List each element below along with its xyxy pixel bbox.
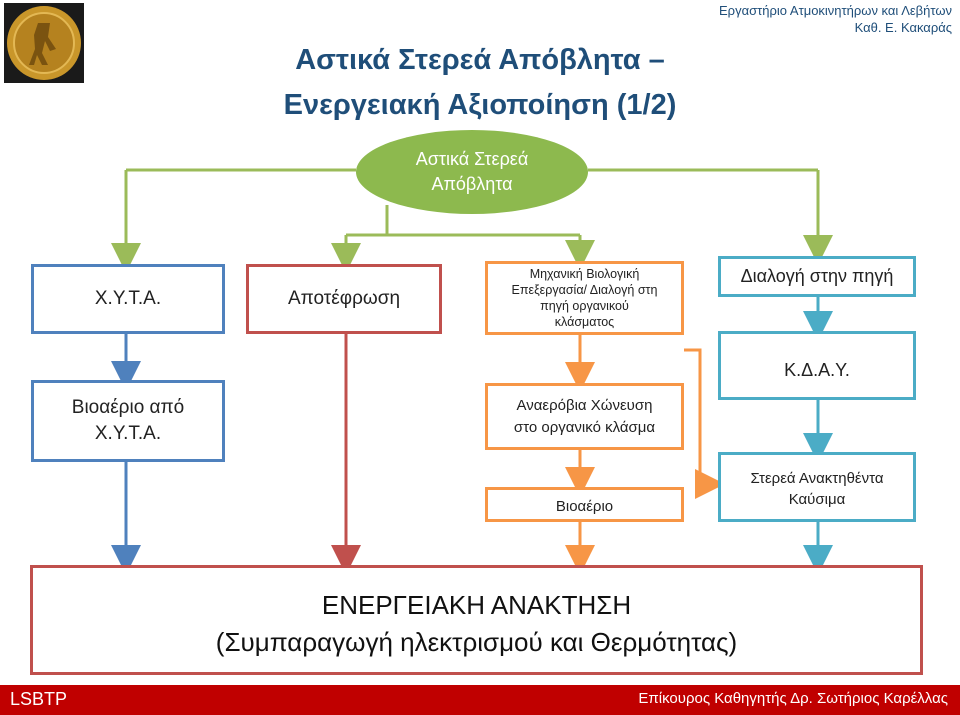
node-mbt-line-1: Μηχανική Βιολογική xyxy=(529,267,640,281)
node-mbt-line-2: Επεξεργασία/ Διαλογή στη xyxy=(511,283,658,297)
coin-emblem-icon xyxy=(7,6,81,80)
root-node-line-2: Απόβλητα xyxy=(431,174,513,194)
node-xyta: Χ.Υ.Τ.Α. xyxy=(31,264,225,334)
node-mbt-line-4: κλάσματος xyxy=(554,315,615,329)
energy-recovery-line-2: (Συμπαραγωγή ηλεκτρισμού και Θερμότητας) xyxy=(215,627,738,657)
footer-bar xyxy=(0,685,960,715)
node-biogas: Βιοαέριο xyxy=(485,487,684,522)
node-mbt: Μηχανική Βιολογική Επεξεργασία/ Διαλογή … xyxy=(485,261,684,335)
header-info: Εργαστήριο Ατμοκινητήρων και Λεβήτων Καθ… xyxy=(719,2,952,36)
orange-connectors xyxy=(565,335,725,575)
title-line-2: Ενεργειακή Αξιοποίηση (1/2) xyxy=(283,89,677,121)
node-anaerobic-line-2: στο οργανικό κλάσμα xyxy=(513,418,656,436)
node-srf-line-1: Στερεά Ανακτηθέντα xyxy=(750,470,884,487)
footer-lab-acronym: LSBTP xyxy=(10,689,68,709)
footer-author: Επίκουρος Καθηγητής Δρ. Σωτήριος Καρέλλα… xyxy=(638,690,948,707)
node-biogas-xyta-line-1: Βιοαέριο από xyxy=(71,397,185,418)
lab-name: Εργαστήριο Ατμοκινητήρων και Λεβήτων xyxy=(719,3,952,18)
root-node-line-1: Αστικά Στερεά xyxy=(415,149,529,169)
node-anaerobic-digestion: Αναερόβια Χώνευση στο οργανικό κλάσμα xyxy=(485,383,684,450)
node-anaerobic-line-1: Αναερόβια Χώνευση xyxy=(516,396,653,414)
energy-recovery-box: ΕΝΕΡΓΕΙΑΚΗ ΑΝΑΚΤΗΣΗ (Συμπαραγωγή ηλεκτρι… xyxy=(30,565,923,675)
node-xyta-label: Χ.Υ.Τ.Α. xyxy=(94,288,162,309)
title-line-1: Αστικά Στερεά Απόβλητα – xyxy=(295,44,665,76)
node-incineration: Αποτέφρωση xyxy=(246,264,442,334)
node-biogas-label: Βιοαέριο xyxy=(555,498,614,515)
green-connectors xyxy=(111,168,833,273)
page-title: Αστικά Στερεά Απόβλητα – Ενεργειακή Αξιο… xyxy=(180,38,780,128)
university-logo xyxy=(4,3,84,83)
professor-name: Καθ. Ε. Κακαράς xyxy=(854,20,952,35)
node-kday-label: Κ.Δ.Α.Υ. xyxy=(784,360,850,380)
energy-recovery-line-1: ΕΝΕΡΓΕΙΑΚΗ ΑΝΑΚΤΗΣΗ xyxy=(321,590,632,620)
node-incineration-label: Αποτέφρωση xyxy=(287,288,401,309)
node-biogas-xyta-line-2: Χ.Υ.Τ.Α. xyxy=(94,423,162,444)
node-kday: Κ.Δ.Α.Υ. xyxy=(718,331,916,400)
root-node-msw: Αστικά Στερεά Απόβλητα xyxy=(356,130,588,214)
node-mbt-line-3: πηγή οργανικού xyxy=(540,299,629,313)
node-biogas-xyta: Βιοαέριο από Χ.Υ.Τ.Α. xyxy=(31,380,225,462)
node-source-sorting-label: Διαλογή στην πηγή xyxy=(740,266,894,286)
node-srf: Στερεά Ανακτηθέντα Καύσιμα xyxy=(718,452,916,522)
node-source-sorting: Διαλογή στην πηγή xyxy=(718,256,916,297)
node-srf-line-2: Καύσιμα xyxy=(788,491,846,508)
